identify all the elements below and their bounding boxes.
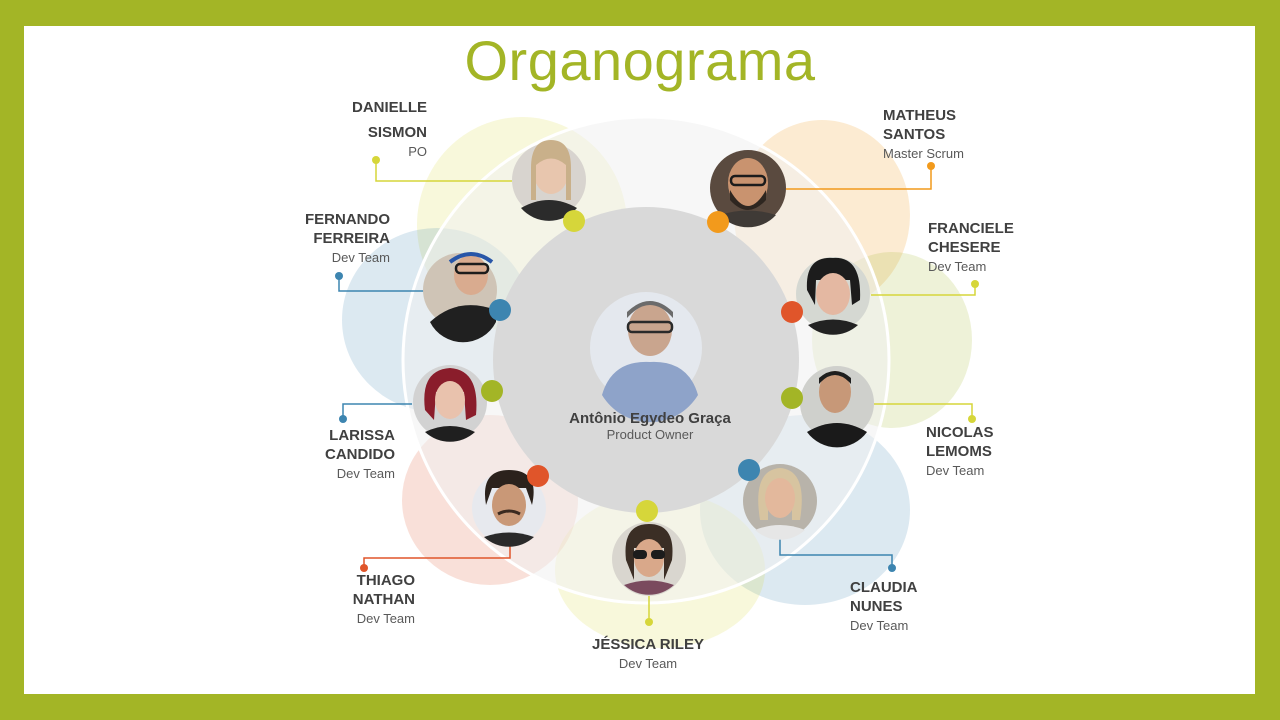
person-name-line2: SANTOS (883, 126, 946, 143)
center-role: Product Owner (606, 427, 694, 442)
person-role: Master Scrum (883, 146, 964, 161)
accent-nicolas (781, 387, 803, 409)
person-role: Dev Team (356, 611, 415, 626)
avatar-center (590, 292, 702, 423)
person-role: Dev Team (850, 618, 909, 633)
avatar-thiago (472, 470, 546, 547)
avatar-danielle (512, 140, 586, 221)
person-name-line2: NUNES (850, 598, 903, 615)
person-role: Dev Team (926, 463, 985, 478)
avatar-claudia (743, 464, 817, 540)
avatars (413, 140, 874, 596)
person-name-line2: CHESERE (928, 239, 1001, 256)
person-role: PO (408, 144, 427, 159)
person-name-line2: LEMOMS (926, 443, 992, 460)
dot-fernando (335, 272, 343, 280)
connector-matheus (786, 166, 932, 190)
person-name-line1: FERNANDO (305, 211, 390, 228)
accent-thiago (527, 465, 549, 487)
accent-danielle (563, 210, 585, 232)
person-label-fernando: FERNANDO FERREIRA Dev Team (270, 210, 390, 267)
connector-claudia (779, 538, 893, 568)
person-name-line2: NATHAN (352, 591, 415, 608)
person-label-claudia: CLAUDIA NUNES Dev Team (850, 578, 990, 635)
accent-fernando (489, 299, 511, 321)
person-name-line2: FERREIRA (313, 230, 390, 247)
accent-matheus (707, 211, 729, 233)
connector-larissa (342, 403, 412, 419)
person-name-line1: THIAGO (356, 572, 415, 589)
person-label-jessica: JÉSSICA RILEY Dev Team (568, 635, 728, 673)
person-name-line1: MATHEUS (883, 107, 957, 124)
person-role: Dev Team (928, 259, 987, 274)
person-label-nicolas: NICOLAS LEMOMS Dev Team (926, 423, 1066, 480)
person-name-line2: CANDIDO (325, 446, 395, 463)
person-label-matheus: MATHEUS SANTOS Master Scrum (883, 106, 1023, 163)
accent-dots (481, 210, 803, 522)
avatar-jessica (612, 522, 686, 596)
person-name-line2: SISMON (367, 124, 427, 141)
person-label-danielle: DANIELLE SISMON PO (307, 98, 427, 161)
connector-nicolas (874, 403, 973, 419)
person-name-line1: JÉSSICA RILEY (592, 636, 704, 653)
person-name-line1: DANIELLE (352, 99, 427, 116)
center-person-label: Antônio Egydeo Graça Product Owner (540, 410, 760, 442)
connector-danielle (375, 160, 512, 182)
connector-fernando (338, 276, 425, 292)
accent-claudia (738, 459, 760, 481)
accent-jessica (636, 500, 658, 522)
person-name-line1: FRANCIELE (928, 220, 1014, 237)
person-role: Dev Team (618, 656, 678, 671)
page-title: Organograma (464, 29, 816, 92)
person-name-line1: LARISSA (329, 427, 395, 444)
dot-danielle (372, 156, 380, 164)
dot-claudia (888, 564, 896, 572)
avatar-franciele (796, 257, 870, 335)
dot-larissa (339, 415, 347, 423)
avatar-nicolas (800, 366, 874, 448)
person-name-line1: NICOLAS (926, 424, 994, 441)
dot-matheus (927, 162, 935, 170)
dot-nicolas (968, 415, 976, 423)
person-role: Dev Team (331, 250, 390, 265)
person-name-line1: CLAUDIA (850, 579, 918, 596)
dot-jessica (645, 618, 653, 626)
avatar-matheus (710, 150, 786, 228)
connector-dots (335, 156, 979, 626)
person-label-thiago: THIAGO NATHAN Dev Team (295, 571, 415, 628)
dot-franciele (971, 280, 979, 288)
accent-franciele (781, 301, 803, 323)
accent-larissa (481, 380, 503, 402)
avatar-larissa (413, 365, 487, 442)
person-label-larissa: LARISSA CANDIDO Dev Team (275, 426, 395, 483)
dot-thiago (360, 564, 368, 572)
avatar-fernando (423, 252, 497, 343)
person-role: Dev Team (336, 466, 395, 481)
center-name: Antônio Egydeo Graça (569, 410, 731, 427)
connector-thiago (363, 545, 511, 568)
person-label-franciele: FRANCIELE CHESERE Dev Team (928, 219, 1068, 276)
